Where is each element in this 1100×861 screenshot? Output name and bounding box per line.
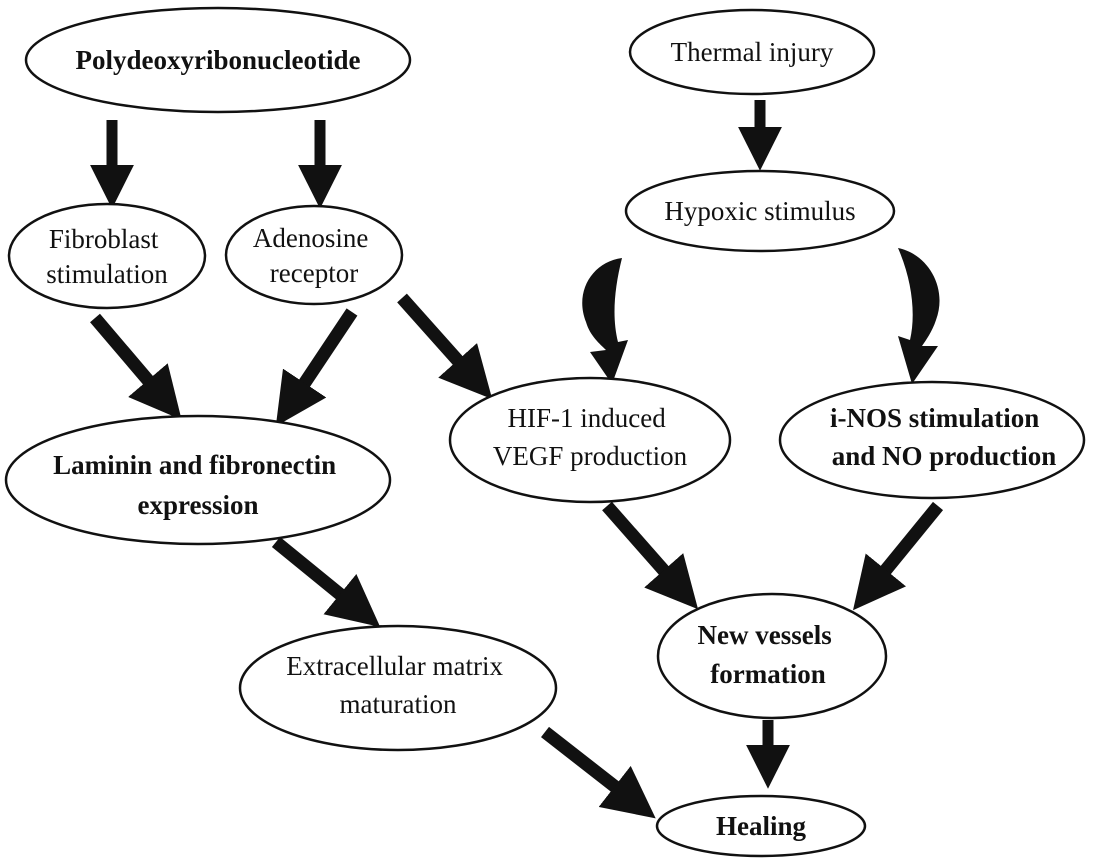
node-label: Extracellular matrix maturation [286, 651, 509, 719]
arrow-ecm-to-healing [541, 726, 656, 819]
node-adenosine-receptor: Adenosine receptor [224, 204, 404, 306]
node-hif1-vegf-production: HIF-1 induced VEGF production [448, 376, 732, 504]
node-hypoxic-stimulus: Hypoxic stimulus [624, 169, 896, 253]
node-polydeoxyribonucleotide: Polydeoxyribonucleotide [24, 6, 412, 114]
node-inos-no-production: i-NOS stimulation and NO production [778, 380, 1086, 500]
node-label: Adenosine receptor [253, 223, 375, 288]
node-label-line: New vessels [698, 620, 832, 650]
arrow-adenosine-to-laminin [275, 308, 358, 427]
node-label-line: Healing [716, 811, 807, 841]
node-label-line: Polydeoxyribonucleotide [76, 45, 361, 75]
node-label-line: Laminin and fibronectin [53, 450, 336, 480]
node-label: New vessels formation [698, 620, 839, 689]
node-label: Hypoxic stimulus [664, 196, 855, 226]
node-label-line: Extracellular matrix [286, 651, 503, 681]
nodes-layer: Polydeoxyribonucleotide Thermal injury F… [4, 6, 1086, 858]
node-label: i-NOS stimulation and NO production [830, 403, 1056, 471]
node-label-line: stimulation [46, 259, 168, 289]
node-label: Laminin and fibronectin expression [53, 450, 343, 520]
node-label-line: expression [137, 490, 258, 520]
node-healing: Healing [655, 794, 867, 858]
node-fibroblast-stimulation: Fibroblast stimulation [7, 202, 207, 310]
arrow-inos-to-vessels [852, 501, 944, 611]
arrow-laminin-to-ecm [271, 536, 381, 628]
node-label-line: Adenosine [253, 223, 368, 253]
node-label: HIF-1 induced VEGF production [493, 403, 688, 471]
node-label: Polydeoxyribonucleotide [76, 45, 361, 75]
node-label-line: i-NOS stimulation [830, 403, 1039, 433]
node-label-line: Hypoxic stimulus [664, 196, 855, 226]
node-thermal-injury: Thermal injury [628, 8, 876, 96]
arrow-fibroblast-to-laminin [90, 313, 182, 420]
edges-layer [90, 100, 944, 819]
node-label: Thermal injury [671, 37, 834, 67]
node-label-line: VEGF production [493, 441, 688, 471]
node-extracellular-matrix-maturation: Extracellular matrix maturation [238, 624, 558, 752]
node-label-line: receptor [270, 258, 358, 288]
node-label-line: Thermal injury [671, 37, 834, 67]
node-label: Fibroblast stimulation [46, 224, 168, 289]
node-label-line: formation [710, 659, 825, 689]
node-label-line: maturation [340, 689, 457, 719]
arrow-adenosine-to-hif [397, 293, 493, 400]
curved-arrow-hypoxic-to-inos [898, 212, 940, 384]
node-laminin-fibronectin-expression: Laminin and fibronectin expression [4, 414, 392, 546]
node-label-line: HIF-1 induced [508, 403, 667, 433]
curved-arrow-hypoxic-to-hif [582, 222, 628, 384]
node-label: Healing [716, 811, 807, 841]
node-label-line: Fibroblast [49, 224, 159, 254]
node-new-vessels-formation: New vessels formation [656, 592, 888, 720]
arrow-hif-to-vessels [602, 501, 699, 610]
node-label-line: and NO production [832, 441, 1057, 471]
